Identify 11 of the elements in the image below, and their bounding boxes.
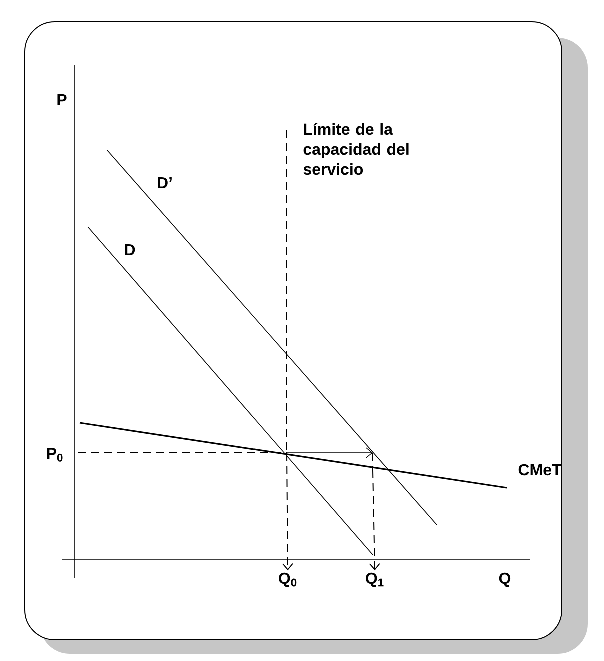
- arrow: [369, 470, 380, 571]
- axis-label: Q$_{1}$: [366, 572, 384, 588]
- arrow: [282, 452, 294, 571]
- note-text: Límite de la capacidad del servicio: [304, 123, 409, 176]
- axis-label: P: [58, 94, 67, 106]
- axis-label: Q: [499, 572, 511, 588]
- axis-label: Q$_{0}$: [279, 572, 297, 588]
- curve-label: D’: [158, 178, 172, 188]
- axis-label: P$_{0}$: [47, 448, 63, 462]
- curve-label: CMeT: [518, 464, 562, 476]
- curve-label: D: [125, 244, 136, 256]
